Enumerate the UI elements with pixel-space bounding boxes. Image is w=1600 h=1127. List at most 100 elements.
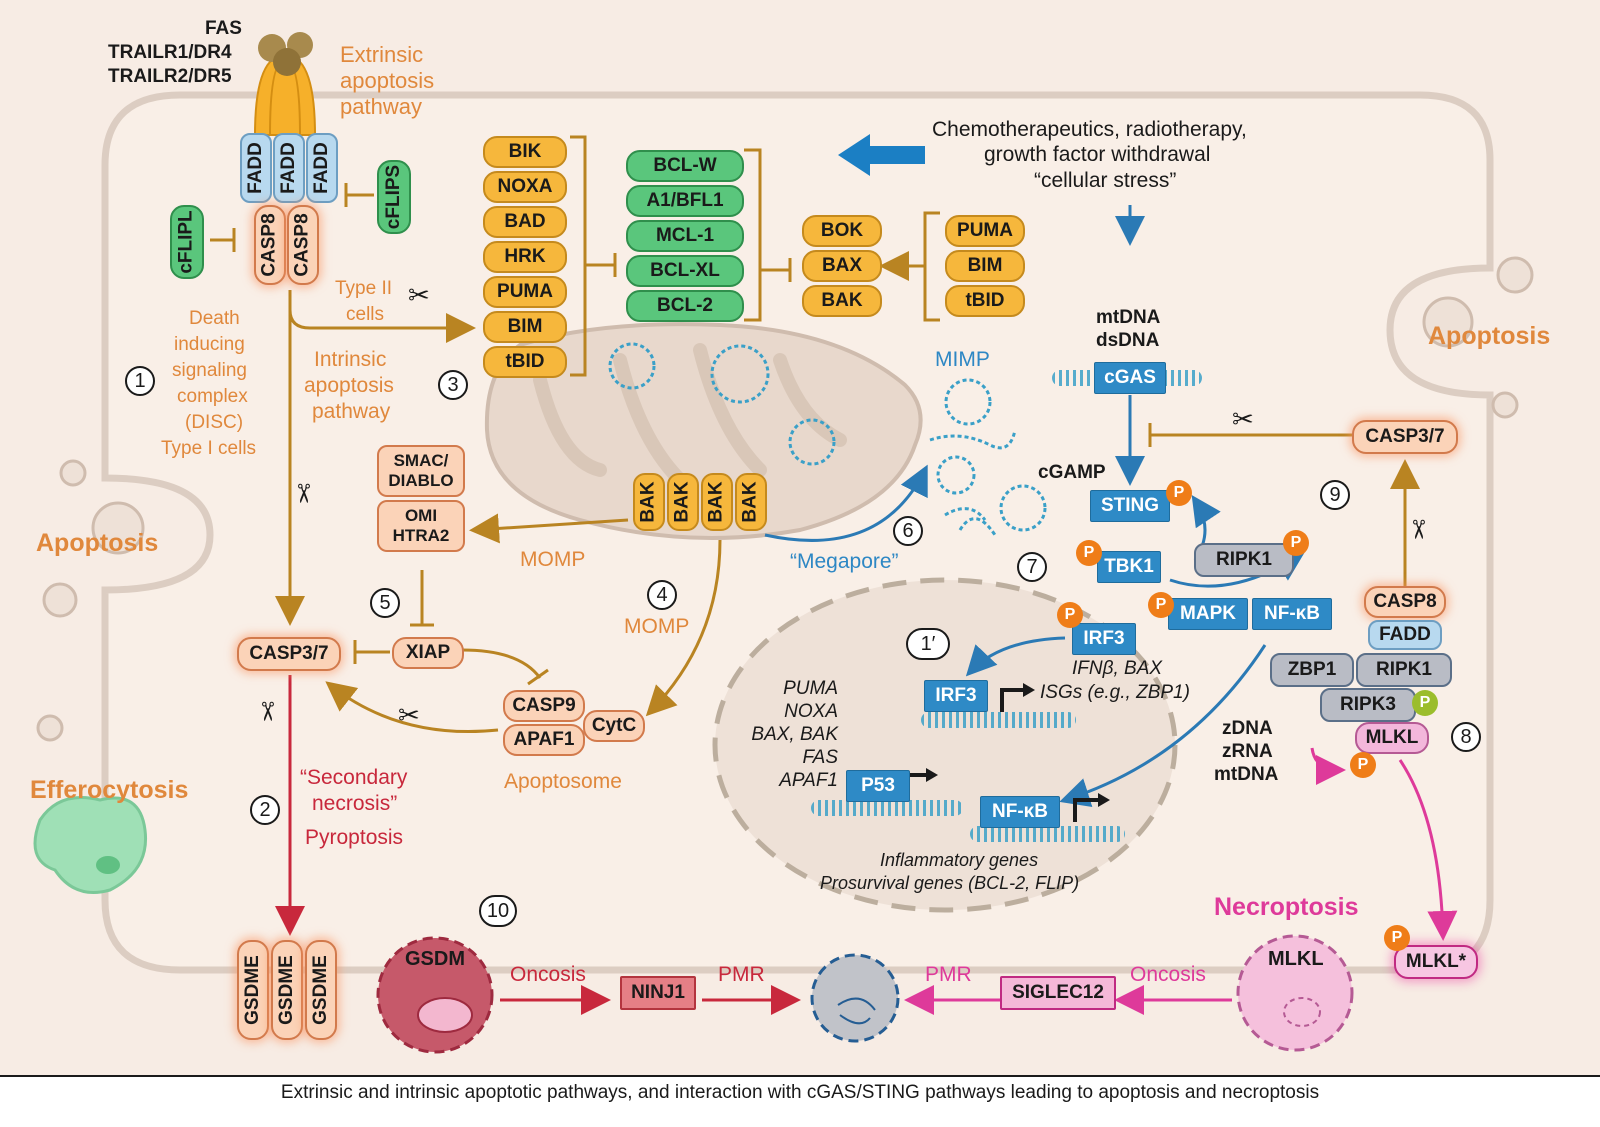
- efferocytosis-label: Efferocytosis: [30, 776, 189, 804]
- mimp-label: MIMP: [935, 348, 990, 371]
- megapore-label: “Megapore”: [790, 550, 899, 573]
- step-4: 4: [647, 580, 677, 610]
- bak-pore-3: BAK: [701, 473, 733, 531]
- antiapoptotic-box-3: BCL-XL: [626, 255, 744, 287]
- ripk1-top-box: RIPK1: [1194, 543, 1294, 577]
- activator-box-2: tBID: [945, 285, 1025, 317]
- intrinsic-label-2: apoptosis: [304, 374, 394, 397]
- inflam-label-1: Inflammatory genes: [880, 850, 1039, 870]
- ninj1-box: NINJ1: [620, 976, 696, 1010]
- step-1-prime: 1′: [906, 628, 950, 660]
- diagram-panel: FAS TRAILR1/DR4 TRAILR2/DR5 Extrinsic ap…: [0, 0, 1600, 1077]
- apoptosis-label-right: Apoptosis: [1428, 322, 1551, 350]
- extrinsic-label-3: pathway: [340, 94, 422, 119]
- casp8-box-2: CASP8: [287, 205, 319, 285]
- antiapoptotic-box-1: A1/BFL1: [626, 185, 744, 217]
- p53-target-3: FAS: [802, 747, 838, 768]
- receptor-dr5: TRAILR2/DR5: [108, 66, 232, 87]
- scissors-icon: ✂: [288, 482, 319, 505]
- apoptosis-label-left: Apoptosis: [36, 529, 159, 557]
- bh3-only-box-2: BAD: [483, 206, 567, 238]
- stress-arrow: [838, 134, 925, 176]
- oncosis-label-left: Oncosis: [510, 963, 586, 986]
- casp37-left-box: CASP3/7: [237, 637, 341, 671]
- p53-target-1: NOXA: [784, 701, 838, 722]
- phospho-tbk1: P: [1076, 540, 1102, 566]
- figure-caption: Extrinsic and intrinsic apoptotic pathwa…: [280, 1082, 1320, 1103]
- mlkl-cell: [1236, 934, 1354, 1052]
- fadd-box-1: FADD: [240, 133, 272, 203]
- gsdme-box-3: GSDME: [305, 940, 337, 1040]
- scissors-icon: ✂: [1403, 518, 1434, 541]
- inflam-label-2: Prosurvival genes (BCL-2, FLIP): [820, 873, 1080, 893]
- phospho-mapk: P: [1148, 592, 1174, 618]
- cgamp-label: cGAMP: [1038, 462, 1106, 483]
- irf3-top-box: IRF3: [1072, 623, 1136, 655]
- apoptosome-label: Apoptosome: [504, 770, 622, 793]
- step-7: 7: [1017, 552, 1047, 582]
- bh3-only-box-5: BIM: [483, 311, 567, 343]
- type2-label-2: cells: [346, 304, 385, 325]
- sting-box: STING: [1090, 490, 1170, 522]
- gsdme-box-2: GSDME: [271, 940, 303, 1040]
- p53-box: P53: [846, 770, 910, 802]
- smac-diablo-box: SMAC/ DIABLO: [377, 445, 465, 497]
- disc-label-6: Type I cells: [161, 438, 257, 459]
- disc-label-1: Death: [189, 308, 240, 329]
- step-2: 2: [250, 795, 280, 825]
- phospho-irf3: P: [1057, 602, 1083, 628]
- gsdm-label: GSDM: [405, 948, 465, 970]
- effector-box-2: BAK: [802, 285, 882, 317]
- effector-box-0: BOK: [802, 215, 882, 247]
- step-10: 10: [479, 895, 517, 927]
- gsdme-box-1: GSDME: [237, 940, 269, 1040]
- bak-pore-1: BAK: [633, 473, 665, 531]
- scissors-icon: ✂: [1232, 404, 1254, 434]
- mlkl-cell-label: MLKL: [1268, 948, 1324, 970]
- effector-box-1: BAX: [802, 250, 882, 282]
- antiapoptotic-box-2: MCL-1: [626, 220, 744, 252]
- macrophage: [33, 796, 148, 894]
- phospho-ripk3: P: [1412, 690, 1438, 716]
- ripk1-right-box: RIPK1: [1356, 653, 1452, 687]
- scissors-icon: ✂: [398, 700, 420, 730]
- step-5: 5: [370, 588, 400, 618]
- nfkb-nuclear-box: NF-κB: [980, 796, 1060, 828]
- mapk-box: MAPK: [1168, 598, 1248, 630]
- bh3-only-box-0: BIK: [483, 136, 567, 168]
- fadd-box-3: FADD: [306, 133, 338, 203]
- mlkl-star-box: MLKL*: [1394, 945, 1478, 979]
- scissors-icon: ✂: [252, 700, 283, 723]
- fadd-right-box: FADD: [1368, 620, 1442, 650]
- bh3-only-box-1: NOXA: [483, 171, 567, 203]
- pyroptosis-label: Pyroptosis: [305, 826, 404, 849]
- dna-strand-nfkb: [970, 826, 1125, 842]
- zbp1-box: ZBP1: [1270, 653, 1354, 687]
- type2-label-1: Type II: [335, 278, 393, 299]
- bak-pore-2: BAK: [667, 473, 699, 531]
- momp-label-b: MOMP: [624, 615, 690, 638]
- intrinsic-label-1: Intrinsic: [314, 348, 387, 371]
- p53-target-4: APAF1: [779, 770, 838, 791]
- nfkb-top-box: NF-κB: [1252, 598, 1332, 630]
- bh3-only-box-3: HRK: [483, 241, 567, 273]
- extrinsic-label-1: Extrinsic: [340, 42, 424, 67]
- cgas-box: cGAS: [1094, 362, 1166, 394]
- disc-label-2: inducing: [174, 334, 245, 355]
- disc-label-5: (DISC): [185, 412, 244, 433]
- cflips-box: cFLIPS: [377, 160, 411, 234]
- secondary-label-2: necrosis”: [312, 792, 398, 815]
- activator-box-1: BIM: [945, 250, 1025, 282]
- disc-label-3: signaling: [172, 360, 247, 381]
- mtdna-label-1: mtDNA: [1096, 307, 1161, 328]
- dna-strand-p53: [811, 800, 963, 816]
- oncosis-label-right: Oncosis: [1130, 963, 1206, 986]
- bh3-only-box-4: PUMA: [483, 276, 567, 308]
- step-8: 8: [1451, 722, 1481, 752]
- stress-label-3: “cellular stress”: [1034, 169, 1177, 192]
- secondary-label-1: “Secondary: [300, 766, 408, 789]
- casp8-right-box: CASP8: [1364, 586, 1446, 618]
- receptor-fas: FAS: [205, 18, 242, 39]
- step-1: 1: [125, 366, 155, 396]
